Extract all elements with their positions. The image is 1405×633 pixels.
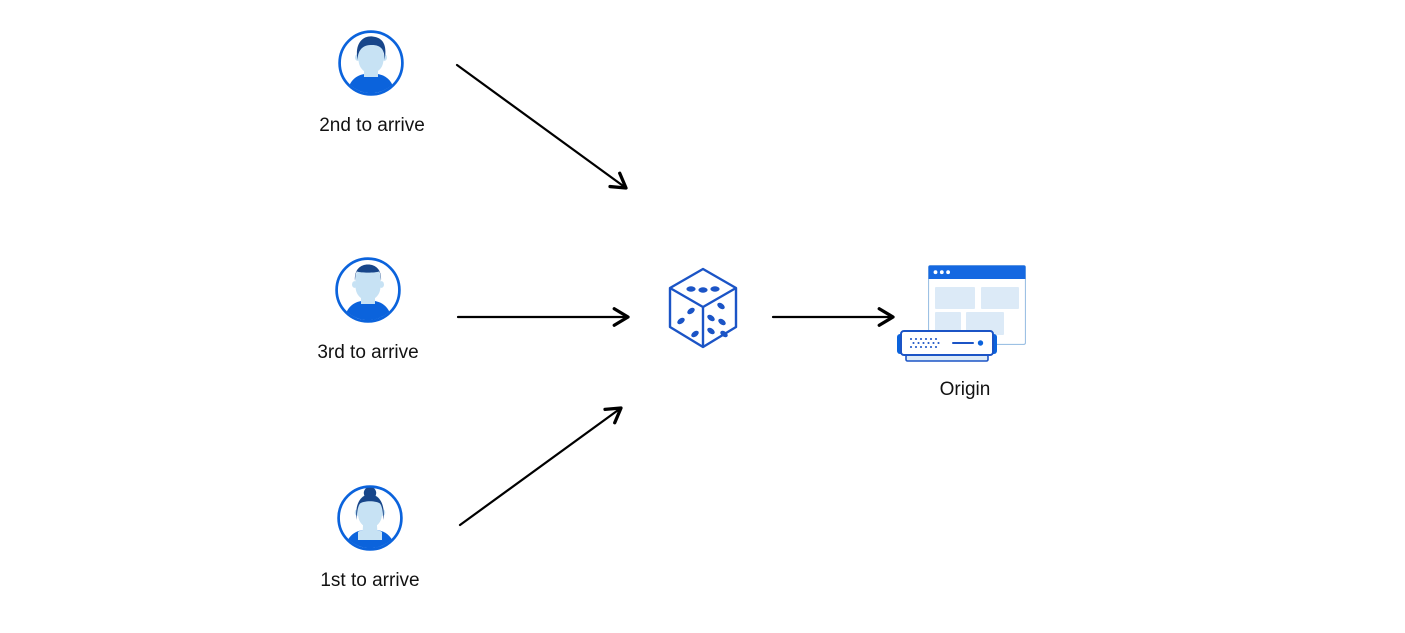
visitor-node-2nd: [337, 29, 405, 97]
dice-icon: [668, 267, 738, 349]
origin-server-appliance: [897, 330, 997, 364]
visitor-node-1st: [336, 484, 404, 552]
visitor-label-1st: 1st to arrive: [320, 570, 420, 591]
randomizer-node: [667, 266, 739, 350]
visitor-label-2nd: 2nd to arrive: [319, 115, 425, 136]
origin-browser-window: [928, 265, 1026, 345]
arrow-visitor-bottom-to-dice: [458, 406, 623, 527]
visitor-node-3rd: [334, 256, 402, 324]
visitor-label-3rd: 3rd to arrive: [317, 342, 419, 363]
arrow-visitor-top-to-dice: [455, 63, 628, 190]
person-avatar-icon: [335, 257, 401, 323]
browser-window-icon: [928, 265, 1026, 345]
server-icon: [897, 330, 997, 362]
person-avatar-icon: [338, 30, 404, 96]
person-avatar-icon: [337, 485, 403, 551]
origin-label: Origin: [939, 379, 991, 400]
